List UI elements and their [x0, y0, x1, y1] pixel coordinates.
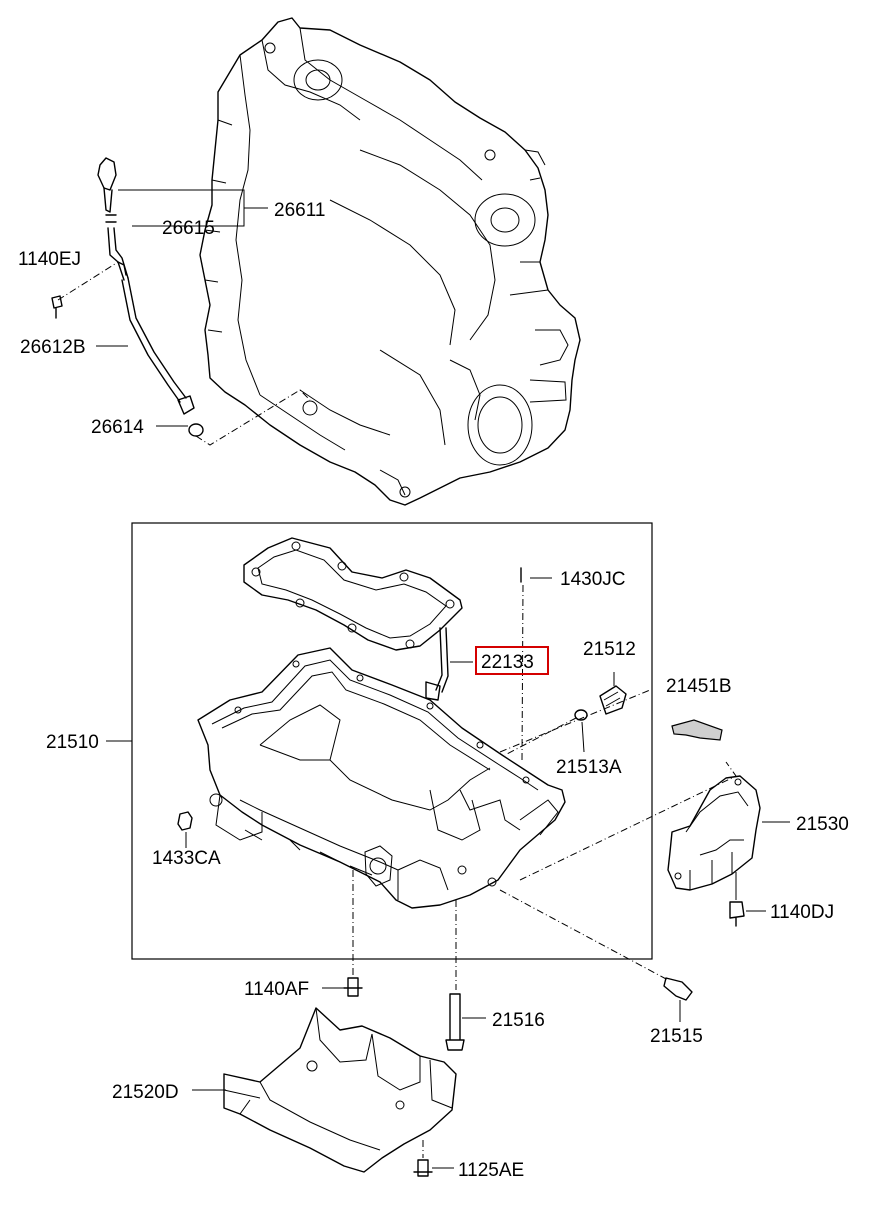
label-21451B[interactable]: 21451B: [666, 676, 732, 697]
drain-washer: [574, 709, 588, 721]
oil-pipe: [425, 627, 449, 701]
oil-pan: [197, 647, 566, 909]
label-21513A[interactable]: 21513A: [556, 757, 622, 778]
cap: [177, 811, 193, 831]
label-1433CA[interactable]: 1433CA: [152, 848, 221, 869]
main-leaders: [106, 577, 615, 848]
label-21515[interactable]: 21515: [650, 1026, 703, 1047]
baffle-plate: [671, 719, 723, 741]
bolt-21515: [663, 977, 693, 1001]
label-21510[interactable]: 21510: [46, 732, 99, 753]
stiffener: [667, 775, 761, 891]
label-26615[interactable]: 26615: [162, 218, 215, 239]
label-22133[interactable]: 22133: [481, 652, 534, 673]
label-21512[interactable]: 21512: [583, 639, 636, 660]
label-26614[interactable]: 26614: [91, 417, 144, 438]
label-1140DJ[interactable]: 1140DJ: [770, 902, 834, 923]
engine-block: [199, 17, 581, 506]
dipstick-assembly: [51, 157, 204, 437]
gasket: [243, 537, 463, 651]
bolt-1125AE: [413, 1159, 433, 1177]
highlight-22133: [475, 646, 549, 675]
label-21530[interactable]: 21530: [796, 814, 849, 835]
stiffener-leaders: [499, 689, 790, 912]
dipstick-leaders: [57, 189, 311, 446]
label-1140EJ[interactable]: 1140EJ: [18, 249, 81, 270]
label-21516[interactable]: 21516: [492, 1010, 545, 1031]
label-1140AF[interactable]: 1140AF: [244, 979, 309, 1000]
label-1430JC[interactable]: 1430JC: [560, 569, 626, 590]
skid-plate: [223, 1007, 457, 1173]
drain-plug: [599, 685, 627, 715]
label-1125AE[interactable]: 1125AE: [458, 1160, 524, 1181]
part-labels: 26611 26615 1140EJ 26612B 26614 1430JC 2…: [18, 200, 849, 1181]
label-26612B[interactable]: 26612B: [20, 337, 86, 358]
bolt-21516: [445, 993, 465, 1051]
bolt-1140DJ: [729, 901, 745, 927]
bolt-1140AF: [343, 977, 363, 997]
label-21520D[interactable]: 21520D: [112, 1082, 179, 1103]
label-26611[interactable]: 26611: [274, 200, 325, 221]
